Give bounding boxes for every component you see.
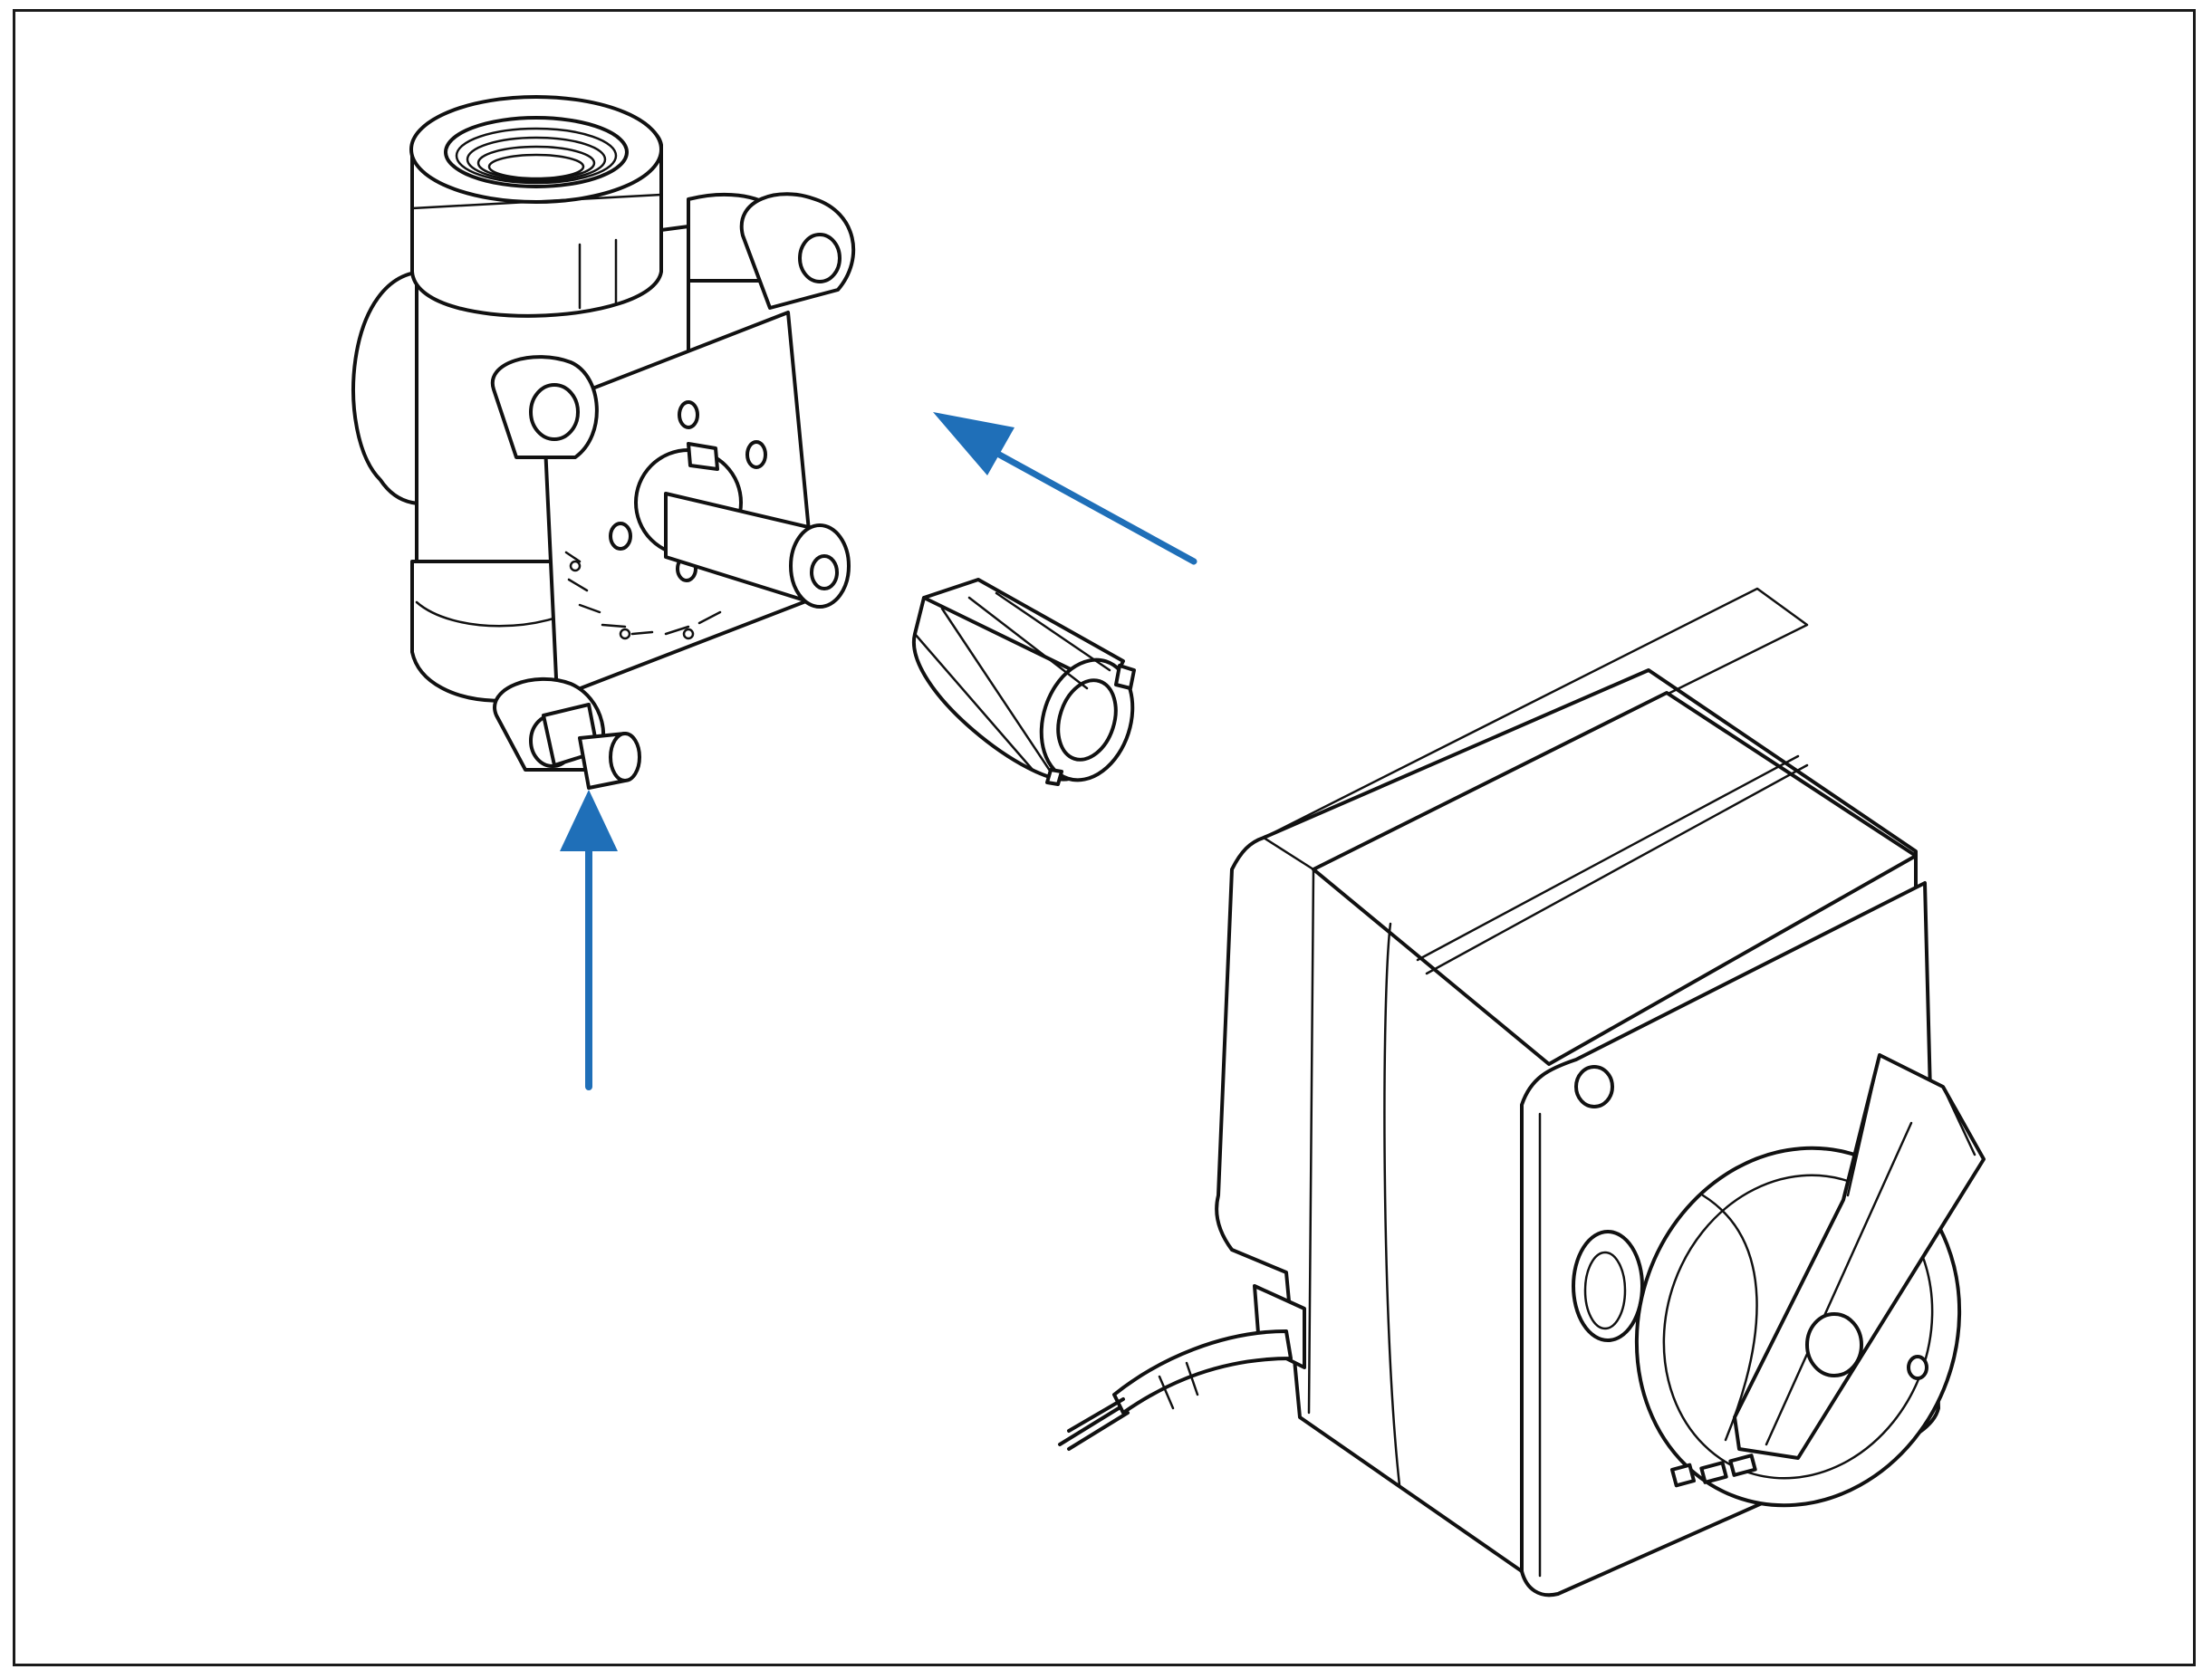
shaft-adapter — [911, 578, 1136, 786]
manual-override-lever — [1733, 1053, 1986, 1460]
insert-adapter-arrow — [933, 412, 1197, 565]
valve-stem — [634, 442, 851, 609]
valve-body — [351, 95, 856, 790]
release-button-slot — [1572, 1230, 1644, 1342]
mounting-ear-mid-left — [490, 355, 599, 459]
anti-rotation-pin-arrow — [560, 790, 618, 1090]
position-scale — [564, 551, 722, 640]
anti-rotation-pin — [542, 703, 641, 790]
figure-frame — [13, 9, 2196, 1666]
power-cable — [1058, 1284, 1306, 1451]
actuator — [1058, 587, 1986, 1597]
status-marks — [1670, 1454, 1757, 1488]
mounting-ear-top-right — [739, 192, 856, 310]
